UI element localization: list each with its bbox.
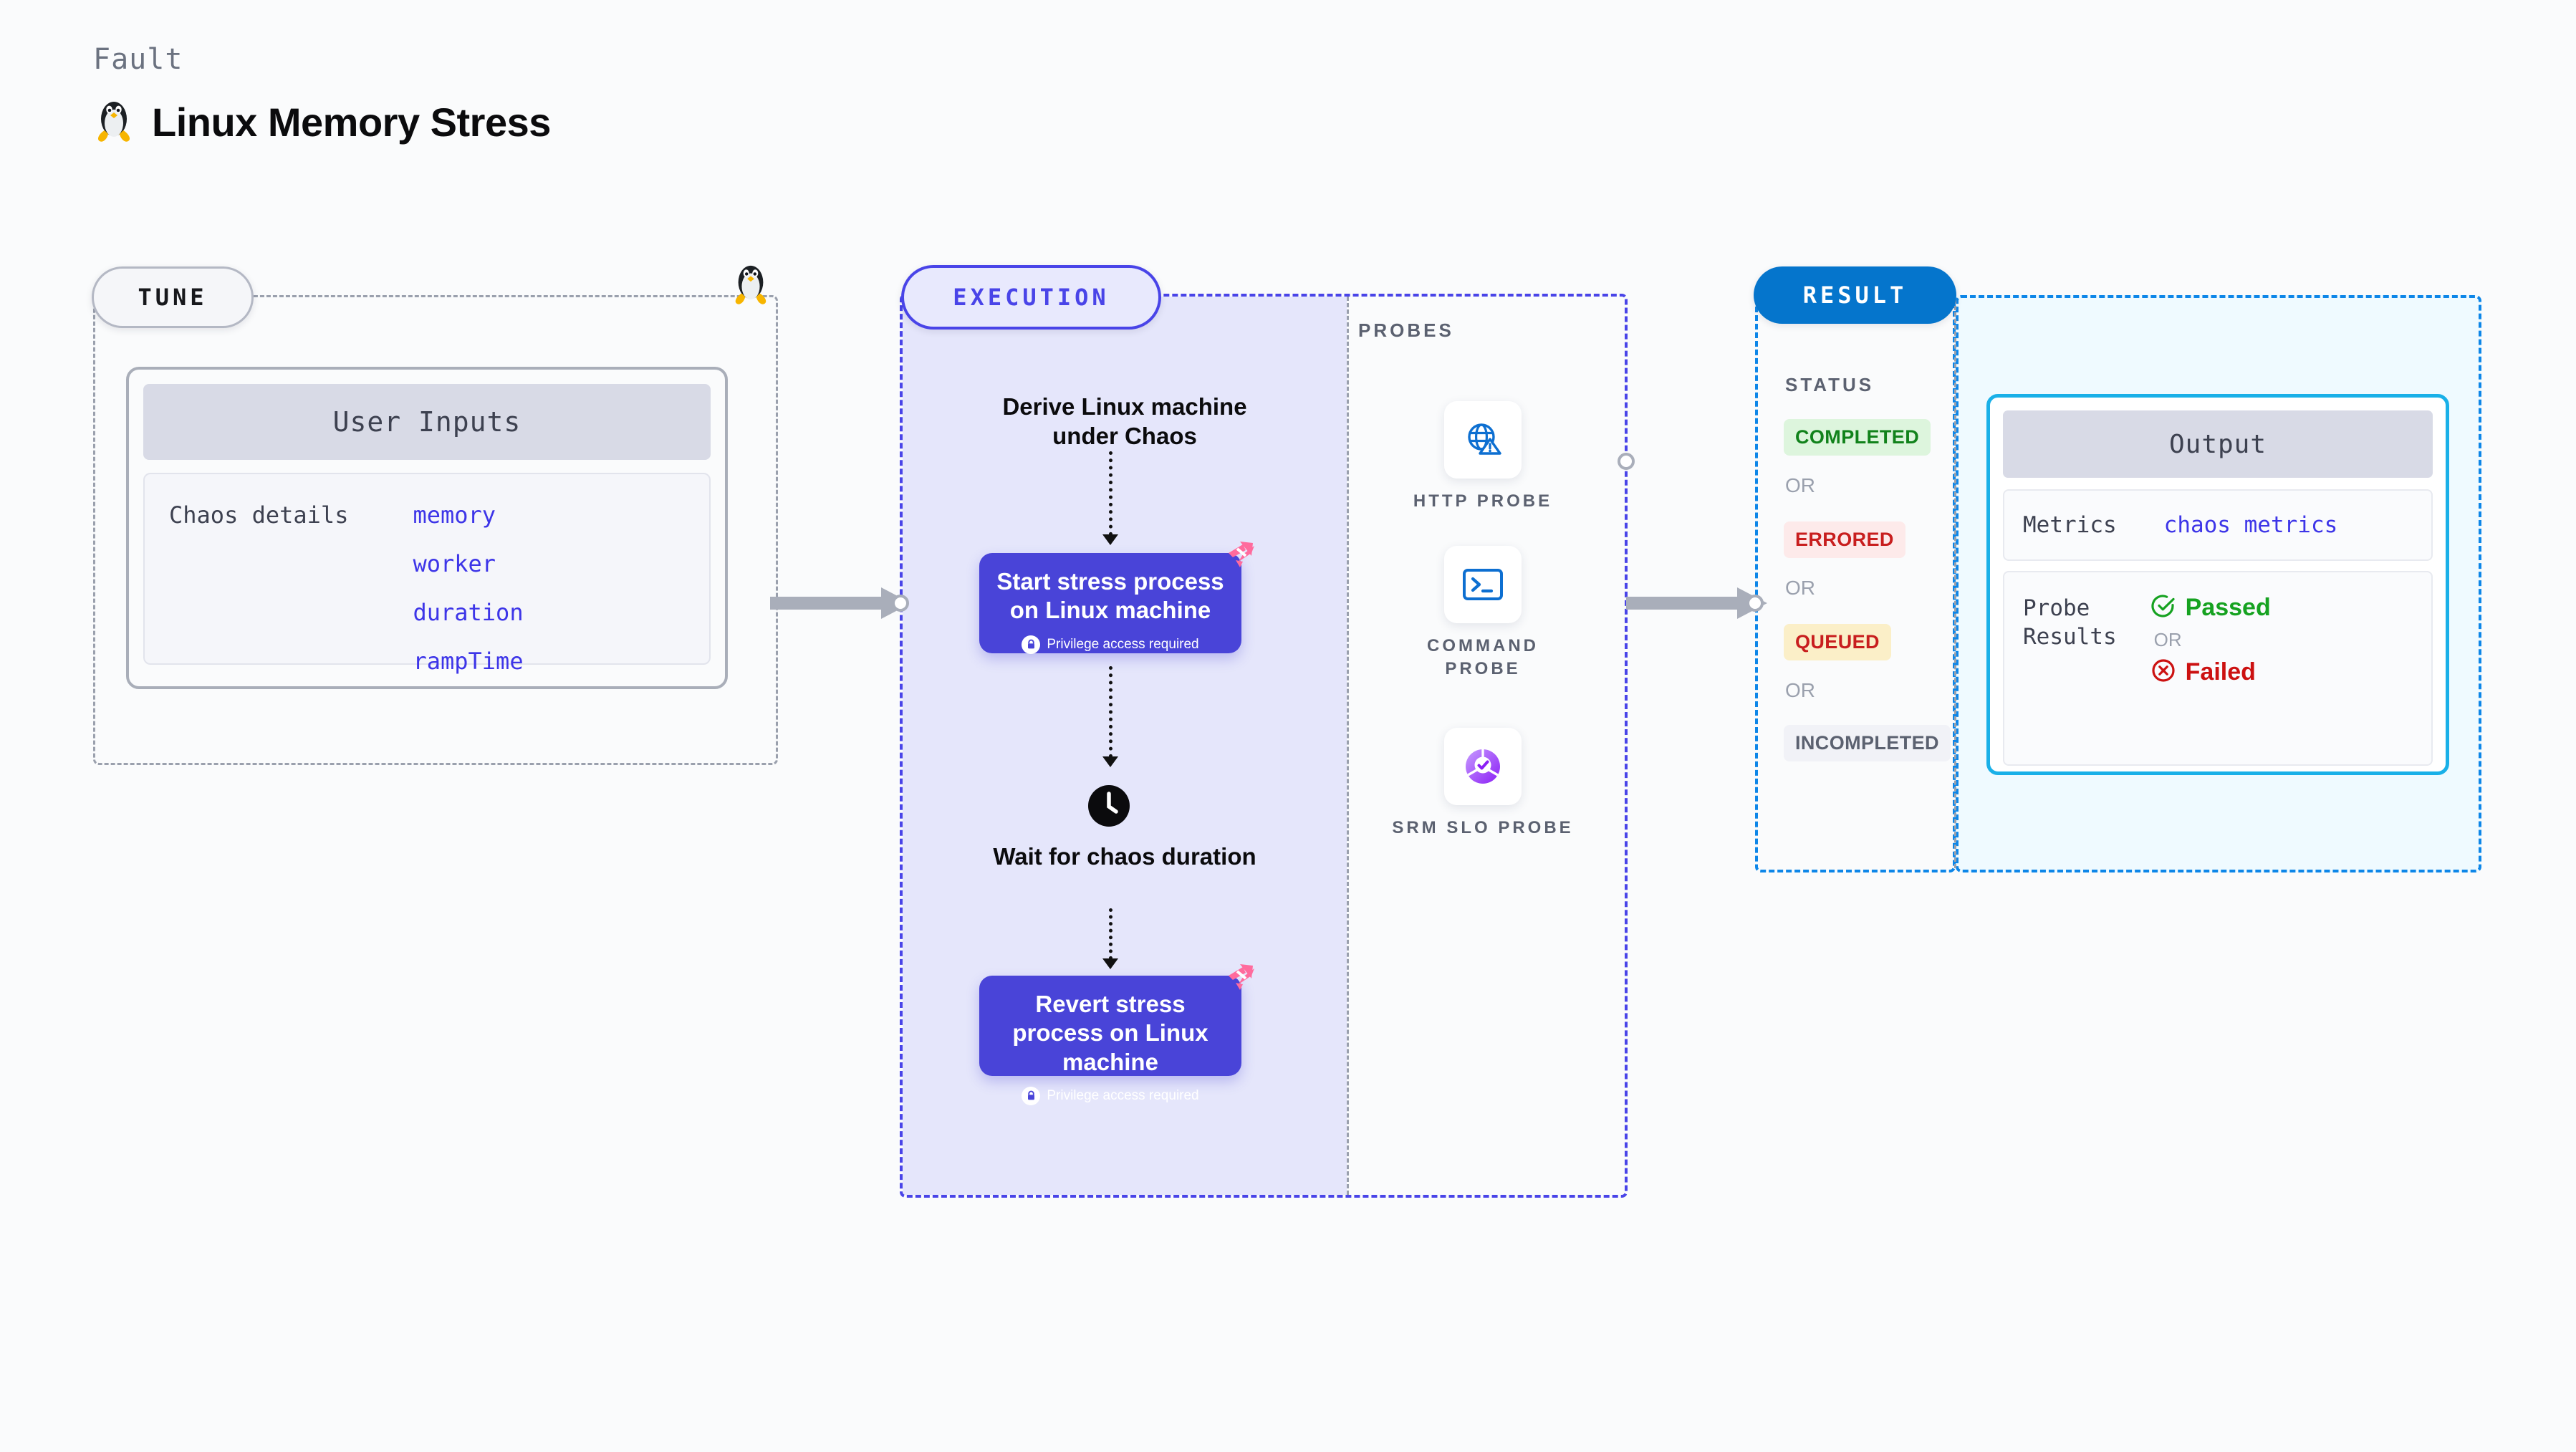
output-card: Output Metrics chaos metrics Probe Resul…: [1986, 394, 2449, 775]
chaos-details-box: Chaos details memory worker duration ram…: [143, 473, 711, 675]
execution-stage-pill[interactable]: EXECUTION: [901, 265, 1161, 330]
flow-step-revert-stress-card[interactable]: Revert stress process on Linux machine P…: [979, 964, 1254, 1105]
execution-panel: [900, 294, 1628, 1198]
flow-arrow-line: [1109, 451, 1112, 536]
probe-http-label: HTTP PROBE: [1413, 491, 1553, 511]
flow-arrow-head: [1102, 534, 1118, 545]
chaos-param-worker[interactable]: worker: [413, 550, 496, 577]
harness-logo-icon: [1221, 536, 1259, 577]
title-row: Linux Memory Stress: [93, 97, 551, 147]
flow-step-start-stress-card[interactable]: Start stress process on Linux machine Pr…: [979, 542, 1254, 654]
status-badge-incompleted: INCOMPLETED: [1784, 725, 1951, 761]
flow-step-derive-title: Derive Linux machine under Chaos: [1002, 393, 1247, 450]
chaos-details-label: Chaos details: [169, 501, 349, 529]
status-section-label: STATUS: [1785, 374, 1875, 395]
flow-step-wait-title: Wait for chaos duration: [993, 843, 1256, 870]
probe-results-key-label: Probe Results: [2023, 595, 2117, 650]
probe-command-label: COMMAND PROBE: [1427, 636, 1539, 679]
check-circle-icon: [2151, 594, 2176, 622]
probe-passed-label: Passed: [2185, 594, 2271, 621]
user-inputs-card: User Inputs Chaos details memory worker …: [126, 367, 728, 689]
terminal-icon: [1444, 546, 1522, 623]
chaos-param-duration[interactable]: duration: [413, 599, 524, 626]
probe-results-or-label: OR: [2153, 629, 2182, 650]
output-card-header: Output: [2003, 410, 2433, 478]
flow-arrow-1: [1102, 451, 1118, 545]
status-badge-errored: ERRORED: [1784, 521, 1905, 558]
chaos-param-ramptime[interactable]: rampTime: [413, 648, 524, 675]
harness-logo-icon: [1221, 958, 1259, 999]
metrics-key-label: Metrics: [2023, 511, 2117, 538]
probe-results-values: Passed OR Failed: [2151, 594, 2271, 764]
page-title: Linux Memory Stress: [152, 100, 551, 145]
x-circle-icon: [2151, 658, 2176, 686]
slo-donut-check-icon: [1444, 728, 1522, 805]
page-header: Fault Linux Memory Stress: [93, 43, 551, 147]
probe-failed-label: Failed: [2185, 658, 2256, 686]
output-probe-results-row: Probe Results Passed OR: [2003, 571, 2433, 766]
linux-target-penguin-icon: [731, 261, 771, 309]
connector-shaft: [770, 597, 885, 610]
chaos-param-memory[interactable]: memory: [413, 501, 496, 529]
linux-penguin-icon: [93, 97, 135, 147]
probes-section-label: PROBES: [1358, 319, 1454, 341]
output-metrics-row: Metrics chaos metrics: [2003, 489, 2433, 561]
status-badge-completed: COMPLETED: [1784, 419, 1931, 456]
tune-panel: [93, 295, 778, 765]
metrics-value-link[interactable]: chaos metrics: [2163, 512, 2338, 538]
privilege-note-text: Privilege access required: [1047, 1087, 1199, 1103]
flow-arrow-3: [1102, 908, 1118, 969]
globe-warning-icon: [1444, 401, 1522, 479]
tune-pill-label: TUNE: [138, 284, 208, 311]
execution-input-port[interactable]: [892, 595, 909, 612]
probe-http[interactable]: HTTP PROBE: [1390, 401, 1576, 513]
probe-result-passed: Passed: [2151, 594, 2271, 622]
flow-step-start-stress-title: Start stress process on Linux machine: [996, 568, 1224, 624]
probes-output-port[interactable]: [1618, 453, 1635, 470]
status-or-label: OR: [1785, 474, 1815, 496]
connector-shaft: [1626, 597, 1741, 610]
clock-icon: [1087, 784, 1130, 831]
eyebrow-label: Fault: [93, 43, 183, 76]
tune-stage-pill[interactable]: TUNE: [92, 266, 254, 328]
flow-arrow-line: [1109, 908, 1112, 960]
lock-icon: [1022, 1086, 1041, 1105]
privilege-note-text: Privilege access required: [1047, 636, 1199, 652]
probe-command[interactable]: COMMAND PROBE: [1390, 546, 1576, 681]
probe-srm-slo-label: SRM SLO PROBE: [1392, 818, 1574, 837]
status-or-label: OR: [1785, 577, 1815, 599]
execution-pill-label: EXECUTION: [953, 284, 1110, 311]
result-panel-divider: [1954, 299, 1956, 868]
flow-arrow-line: [1109, 666, 1112, 758]
result-input-port[interactable]: [1746, 595, 1764, 612]
privilege-note-row: Privilege access required: [989, 635, 1231, 654]
privilege-note-row: Privilege access required: [989, 1086, 1231, 1105]
probes-column: [1347, 297, 1625, 1195]
flow-arrow-head: [1102, 756, 1118, 767]
flow-arrow-2: [1102, 666, 1118, 767]
chaos-params-list: memory worker duration rampTime: [413, 501, 524, 675]
flow-arrow-head: [1102, 958, 1118, 969]
probe-result-failed: Failed: [2151, 658, 2271, 686]
status-or-label: OR: [1785, 679, 1815, 701]
lock-icon: [1022, 635, 1041, 654]
probe-srm-slo[interactable]: SRM SLO PROBE: [1390, 728, 1576, 840]
flow-step-revert-stress-title: Revert stress process on Linux machine: [1012, 991, 1208, 1075]
user-inputs-header: User Inputs: [143, 384, 711, 460]
status-badge-queued: QUEUED: [1784, 624, 1891, 660]
result-stage-pill[interactable]: RESULT: [1754, 266, 1956, 324]
result-pill-label: RESULT: [1802, 282, 1908, 309]
